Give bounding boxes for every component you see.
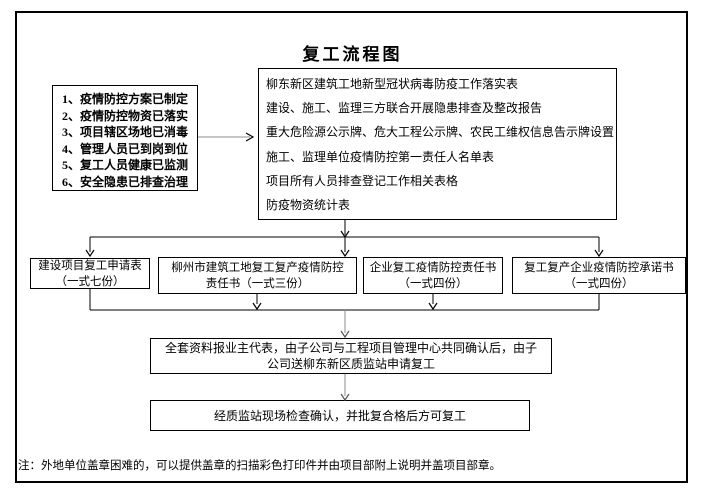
condition-item: 3、项目辖区场地已消毒	[62, 125, 189, 139]
page-border	[15, 11, 688, 483]
form-box-line: 企业复工疫情防控责任书	[369, 261, 497, 274]
document-line: 柳东新区建筑工地新型冠状病毒防疫工作落实表	[266, 77, 519, 91]
form-box-line: （一式四份）	[564, 277, 634, 290]
footnote: 注：外地单位盖章困难的，可以提供盖章的扫描彩色打印件并由项目部附上说明并盖项目部…	[18, 460, 501, 472]
final-approval-box: 经质监站现场检查确认，并批复合格后方可复工	[150, 400, 530, 431]
conditions-box: 1、疫情防控方案已制定 2、疫情防控物资已落实 3、项目辖区场地已消毒 4、管理…	[52, 85, 198, 191]
document-line: 项目所有人员排查登记工作相关表格	[266, 173, 459, 188]
form-box-line: 柳州市建筑工地复工复产疫情防控	[171, 261, 344, 274]
condition-item: 5、复工人员健康已监测	[62, 158, 189, 172]
form-box-line: （一式四份）	[398, 277, 468, 290]
final-approval-label: 经质监站现场检查确认，并批复合格后方可复工	[213, 409, 466, 423]
confirm-box-line: 全套资料报业主代表，由子公司与工程项目管理中心共同确认后，由子	[164, 340, 537, 355]
form-box-line: 复工复产企业疫情防控承诺书	[524, 261, 674, 274]
document-line: 施工、监理单位疫情防控第一责任人名单表	[266, 149, 495, 164]
document-line: 建设、施工、监理三方联合开展隐患排查及整改报告	[266, 101, 543, 116]
document-line: 防疫物资统计表	[266, 198, 351, 213]
condition-item: 1、疫情防控方案已制定	[62, 92, 189, 106]
form-box-line: 建设项目复工申请表	[38, 259, 142, 272]
condition-item: 6、安全隐患已排查治理	[62, 174, 189, 189]
form-box-city-responsibility: 柳州市建筑工地复工复产疫情防控 责任书（一式三份）	[158, 257, 357, 294]
condition-item: 4、管理人员已到岗到位	[62, 141, 189, 156]
document-line: 重大危险源公示牌、危大工程公示牌、农民工维权信息告示牌设置	[266, 125, 615, 140]
page-title: 复工流程图	[302, 45, 403, 64]
confirm-box-line: 公司送柳东新区质监站申请复工	[266, 357, 435, 371]
form-box-line: 责任书（一式三份）	[205, 277, 310, 290]
form-box-enterprise-responsibility: 企业复工疫情防控责任书 （一式四份）	[363, 257, 503, 294]
form-box-application: 建设项目复工申请表 （一式七份）	[30, 258, 150, 289]
confirm-box: 全套资料报业主代表，由子公司与工程项目管理中心共同确认后，由子 公司送柳东新区质…	[150, 338, 552, 374]
documents-box: 柳东新区建筑工地新型冠状病毒防疫工作落实表 建设、施工、监理三方联合开展隐患排查…	[258, 68, 617, 220]
form-box-commitment: 复工复产企业疫情防控承诺书 （一式四份）	[512, 257, 686, 294]
condition-item: 2、疫情防控物资已落实	[62, 108, 189, 123]
form-box-line: （一式七份）	[55, 275, 125, 288]
